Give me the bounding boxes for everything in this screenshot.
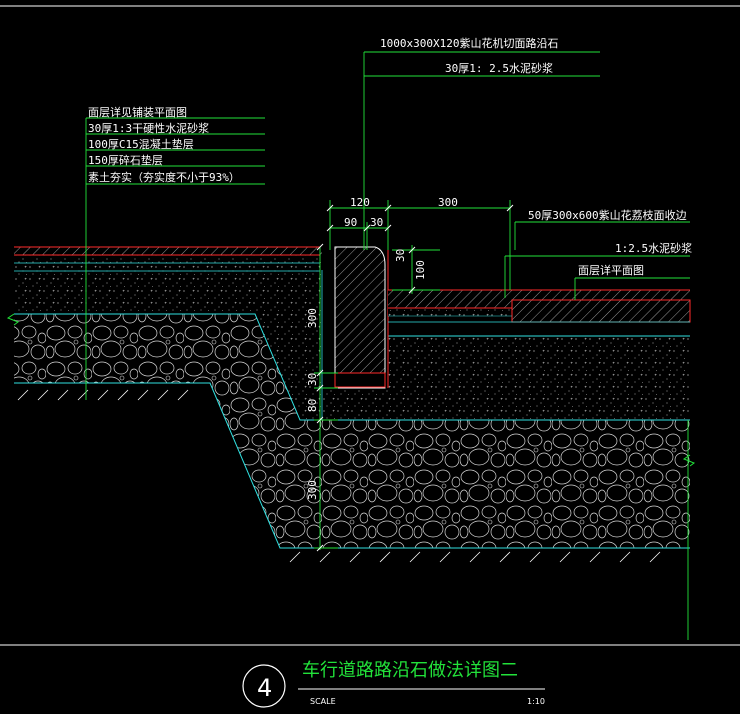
detail-number-circle <box>242 664 286 708</box>
left-gravel-base <box>14 314 690 548</box>
dim-120: 120 <box>350 196 370 209</box>
curb-foundation <box>255 314 690 420</box>
right-paving-surface <box>511 299 691 323</box>
break-line-left <box>6 313 20 326</box>
left-surface-layer <box>14 247 322 255</box>
curb-mortar-label: 30厚1: 2.5水泥砂浆 <box>445 61 553 75</box>
dim-300-low: 300 <box>306 480 319 500</box>
dim-30-top: 30 <box>370 216 383 229</box>
detail-number: 4 <box>257 674 272 702</box>
left-layer-label-0: 面层详见铺装平面图 <box>88 105 187 119</box>
boundary-line <box>14 313 690 421</box>
dim-80: 80 <box>306 399 319 412</box>
curb-stone <box>334 246 386 389</box>
dim-30-right: 30 <box>394 249 407 262</box>
soil-hatch <box>17 389 661 563</box>
left-layer-label-2: 100厚C15混凝土垫层 <box>88 137 194 151</box>
right-stone-label: 50厚300x600紫山花荔枝面收边 <box>528 208 687 222</box>
dim-300-top: 300 <box>438 196 458 209</box>
scale-label: SCALE <box>310 697 336 706</box>
left-layer-label-3: 150厚碎石垫层 <box>88 153 163 167</box>
right-mortar-label: 1:2.5水泥砂浆 <box>615 241 692 255</box>
left-layer-label-1: 30厚1:3干硬性水泥砂浆 <box>88 121 209 135</box>
dim-90: 90 <box>344 216 357 229</box>
curb-spec-label: 1000x300X120紫山花机切面路沿石 <box>380 36 558 50</box>
left-layer-label-4: 素土夯实（夯实度不小于93%） <box>88 170 240 184</box>
boundary-line <box>14 382 690 549</box>
leaders <box>85 51 690 640</box>
curb-mortar-bed <box>334 372 386 388</box>
dim-ticks <box>316 204 514 552</box>
dim-300-left: 300 <box>306 308 319 328</box>
detail-title: 车行道路路沿石做法详图二 <box>302 660 518 681</box>
scale-value: 1:10 <box>527 697 545 706</box>
right-surface-label: 面层详平面图 <box>578 263 644 277</box>
break-line-right <box>682 454 696 467</box>
dim-100: 100 <box>414 260 427 280</box>
dim-30-bottom: 30 <box>306 373 319 386</box>
left-concrete-layer <box>14 271 322 314</box>
